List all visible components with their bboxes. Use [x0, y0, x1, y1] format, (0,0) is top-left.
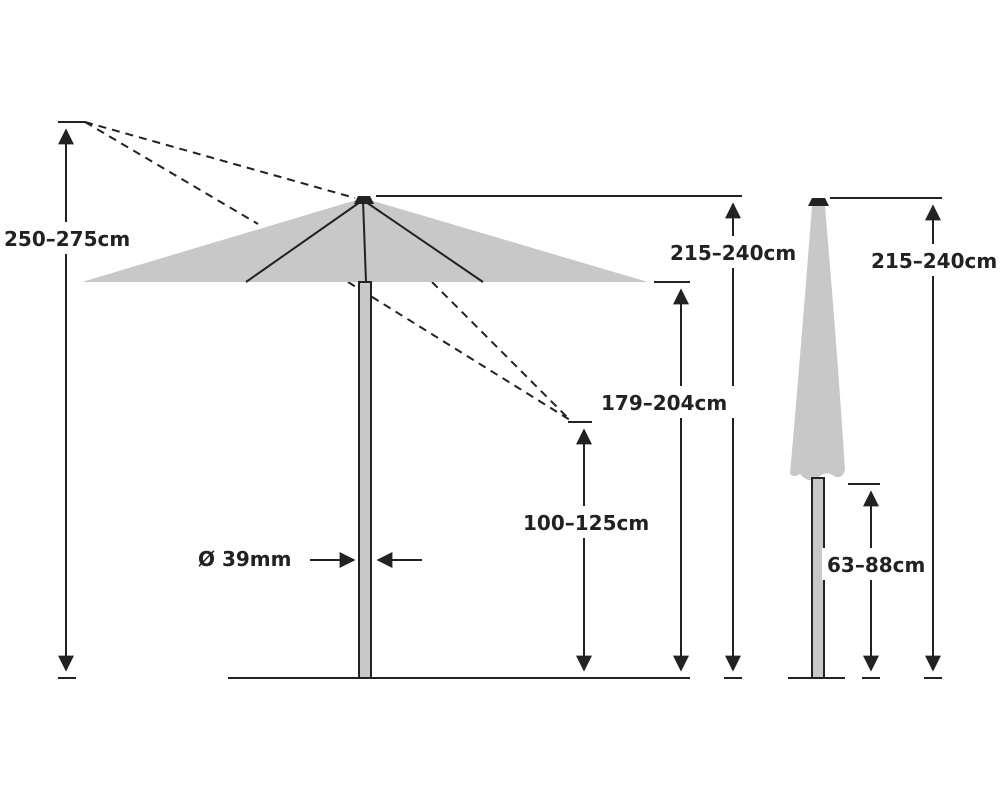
closed-canopy — [790, 206, 845, 481]
closed-top-height-label: 215–240cm — [871, 249, 997, 273]
closed-finial — [808, 198, 829, 206]
max-tilt-height-label: 250–275cm — [4, 227, 130, 251]
finial — [354, 196, 374, 204]
canopy-ribs — [245, 199, 484, 283]
closed-canopy-bottom-height-label: 63–88cm — [827, 553, 925, 577]
open-umbrella — [58, 121, 742, 679]
canopy-edge-height-label: 179–204cm — [601, 391, 727, 415]
tilted-edge-height-label: 100–125cm — [523, 511, 649, 535]
pole — [358, 281, 372, 679]
top-height-label: 215–240cm — [670, 241, 796, 265]
pole-diameter-label: Ø 39mm — [198, 547, 291, 571]
tilted-canopy-outline — [84, 121, 571, 421]
